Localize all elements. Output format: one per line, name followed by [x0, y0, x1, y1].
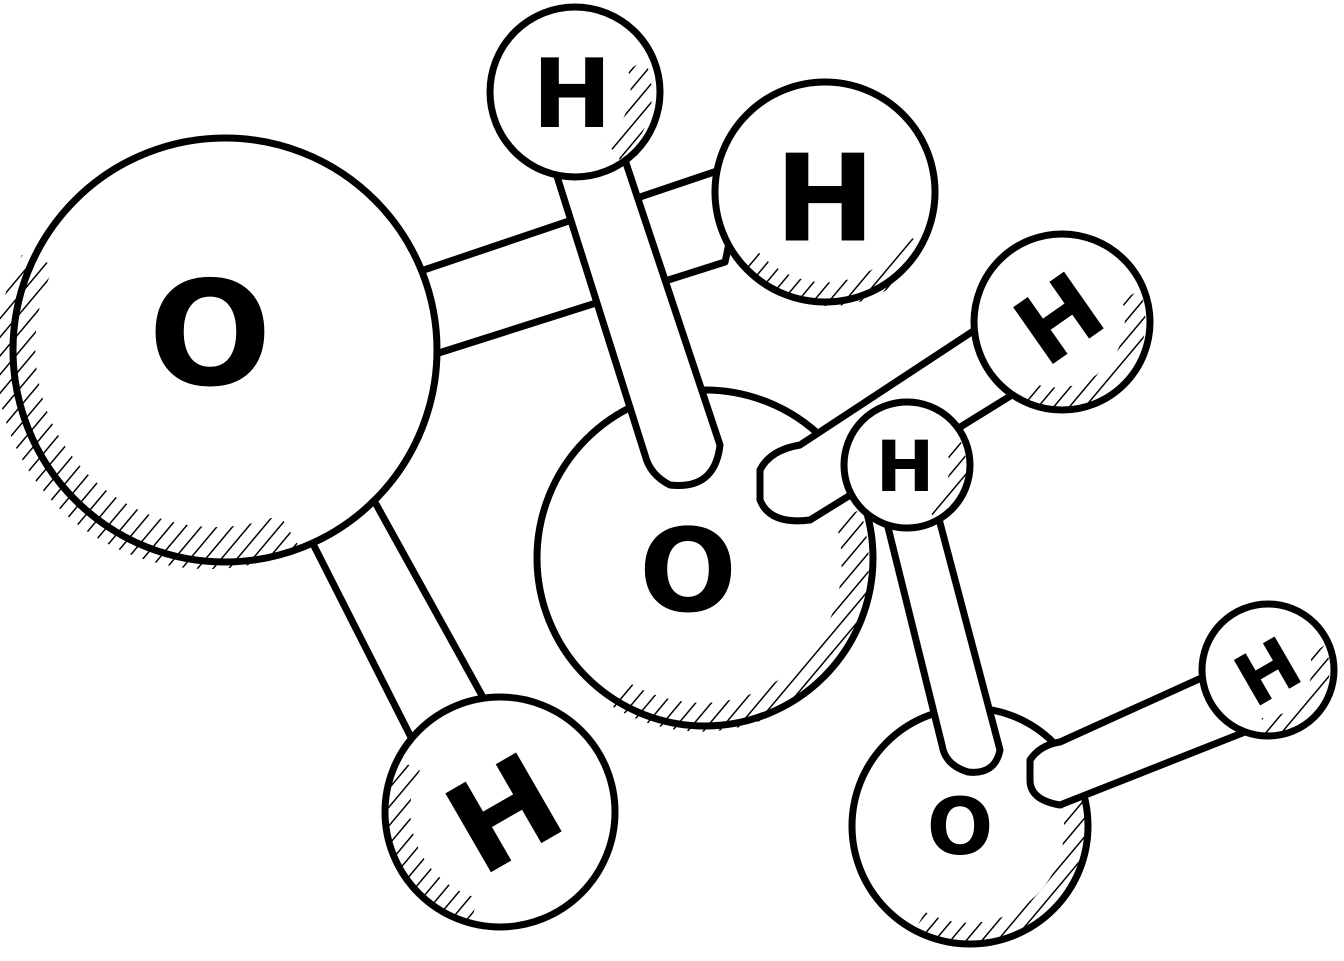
oxygen-atom-1: O	[0, 138, 437, 569]
hydrogen-atom-3a: H	[844, 402, 970, 528]
hydrogen-atom-1a: H	[715, 82, 935, 306]
hydrogen-label-3a: H	[876, 426, 935, 508]
oxygen-label-1: O	[148, 251, 271, 420]
oxygen-label-2: O	[639, 505, 737, 639]
oxygen-label-3: O	[927, 783, 993, 873]
hydrogen-atom-2a: H	[490, 7, 660, 177]
molecule-3: O H H	[844, 402, 1334, 944]
hydrogen-atom-2b: H	[974, 234, 1150, 410]
hydrogen-atom-1b: H	[385, 697, 615, 927]
hydrogen-atom-3b: H	[1202, 604, 1334, 736]
hydrogen-label-2a: H	[532, 40, 612, 150]
hydrogen-label-1a: H	[775, 131, 875, 270]
